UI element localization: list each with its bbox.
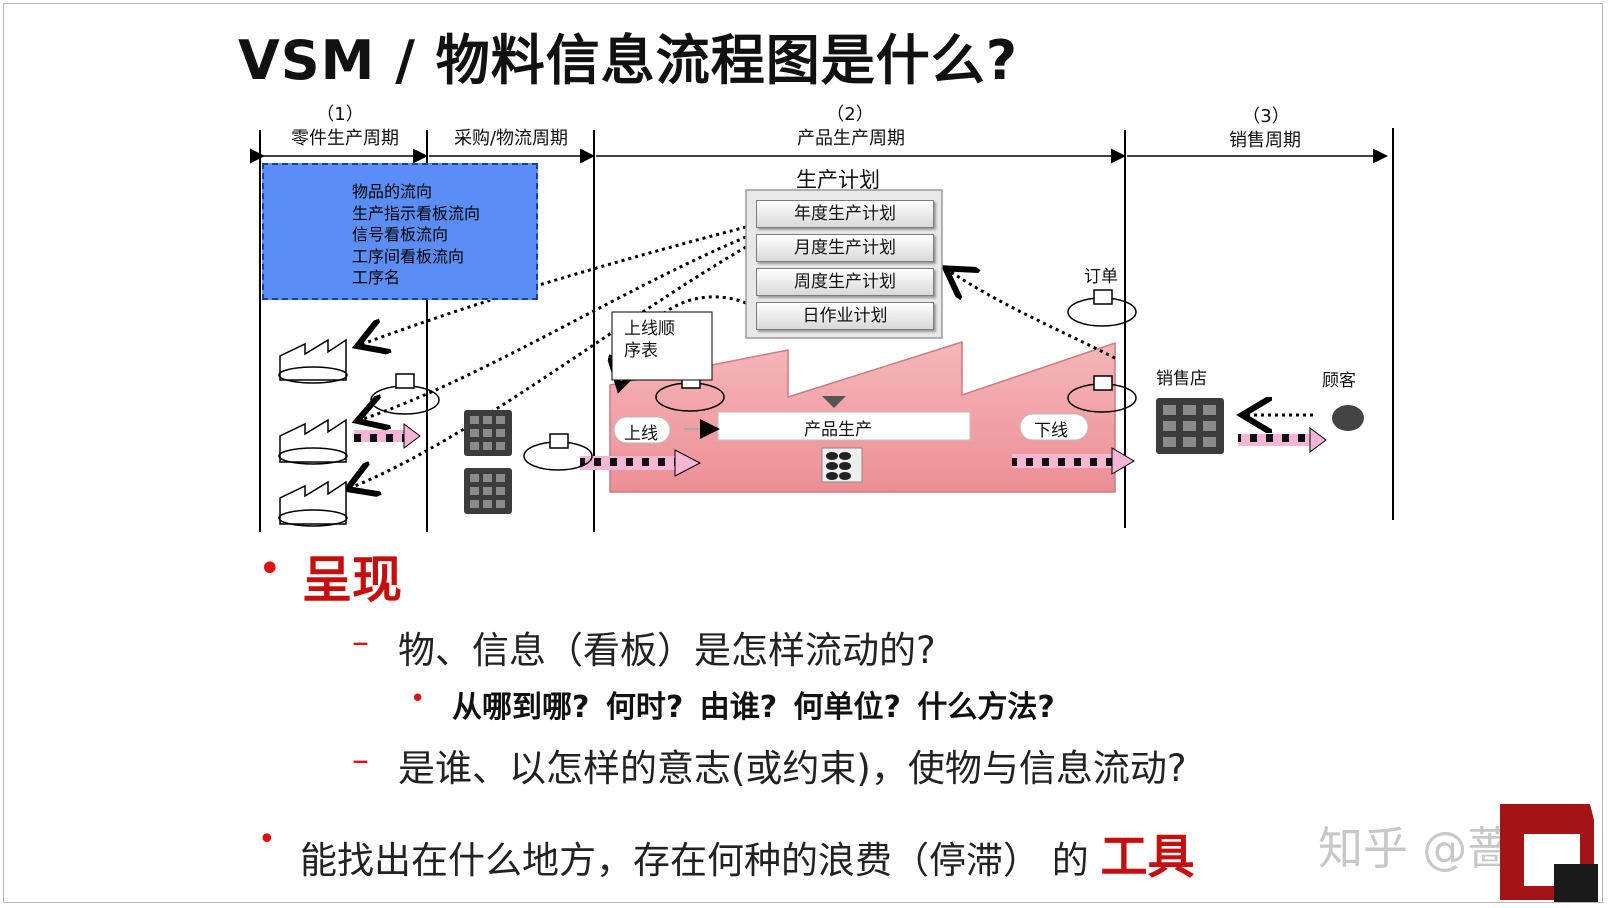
offline-label: 下线 bbox=[1034, 421, 1068, 441]
bullet-dot: • bbox=[258, 822, 276, 857]
legend-item: 工序间看板流向 bbox=[352, 246, 465, 266]
section-heading: 呈现 bbox=[302, 551, 402, 609]
store-label: 销售店 bbox=[1156, 369, 1207, 389]
online-label: 上线 bbox=[624, 424, 658, 444]
legend-list: 物品的流向 生产指示看板流向 信号看板流向 工序间看板流向 工序名 bbox=[352, 181, 480, 289]
bullet-line-3: 是谁、以怎样的意志(或约束)，使物与信息流动? bbox=[398, 747, 1187, 790]
sub-bullet-dot: • bbox=[410, 684, 426, 714]
legend-item: 生产指示看板流向 bbox=[352, 203, 481, 223]
corner-logo-icon bbox=[1500, 804, 1598, 902]
legend-item: 工序名 bbox=[352, 268, 401, 287]
phase2-name: 采购/物流周期 bbox=[453, 128, 569, 149]
phase4-name: 销售周期 bbox=[1229, 130, 1301, 151]
phase1-number: （1） bbox=[316, 104, 364, 125]
legend-item: 信号看板流向 bbox=[352, 225, 449, 244]
phase1-name: 零件生产周期 bbox=[291, 128, 399, 149]
supplier-factories bbox=[278, 338, 348, 527]
bullet-line-1: 物、信息（看板）是怎样流动的? bbox=[398, 629, 936, 672]
production-label: 产品生产 bbox=[804, 420, 872, 440]
dash-marker: – bbox=[352, 622, 369, 662]
online-pill bbox=[613, 416, 671, 444]
tool-keyword: 工具 bbox=[1100, 830, 1195, 885]
production-bar bbox=[717, 411, 971, 441]
plan-item-daily: 日作业计划 bbox=[756, 302, 934, 330]
kanban-loops bbox=[370, 289, 1137, 471]
order-label: 订单 bbox=[1084, 267, 1118, 287]
plan-item-annual: 年度生产计划 bbox=[756, 200, 934, 228]
bullet-line-2: 从哪到哪? 何时? 由谁? 何单位? 什么方法? bbox=[452, 690, 1055, 725]
material-flow-arrows bbox=[354, 423, 1327, 477]
information-flow-dotted bbox=[350, 225, 1313, 488]
bullet-line-4: 能找出在什么地方，存在何种的浪费（停滞） 的 工具 bbox=[300, 818, 1195, 887]
bullet-dot: • bbox=[258, 546, 282, 592]
customer-icon bbox=[1332, 405, 1364, 431]
bullet-line-4-text: 能找出在什么地方，存在何种的浪费（停滞） 的 bbox=[300, 839, 1089, 882]
plan-item-weekly: 周度生产计划 bbox=[756, 268, 934, 296]
legend-item: 物品的流向 bbox=[352, 182, 433, 201]
plan-item-monthly: 月度生产计划 bbox=[756, 234, 934, 262]
phase4-number: （3） bbox=[1242, 106, 1290, 127]
dash-marker: – bbox=[352, 740, 369, 780]
offline-pill bbox=[1019, 413, 1089, 441]
phase3-name: 产品生产周期 bbox=[797, 128, 905, 149]
slide-frame bbox=[3, 3, 1603, 903]
down-triangle-icon bbox=[822, 396, 846, 408]
page-title: VSM / 物料信息流程图是什么? bbox=[238, 29, 1019, 92]
sequence-table-label: 上线顺 序表 bbox=[624, 319, 675, 361]
plan-title: 生产计划 bbox=[796, 168, 880, 192]
phase3-number: （2） bbox=[826, 104, 874, 125]
legend-box: 物品的流向 生产指示看板流向 信号看板流向 工序间看板流向 工序名 bbox=[262, 163, 538, 300]
production-stack-icon bbox=[821, 447, 863, 483]
customer-label: 顾客 bbox=[1322, 371, 1356, 391]
sequence-table-box bbox=[611, 311, 713, 381]
